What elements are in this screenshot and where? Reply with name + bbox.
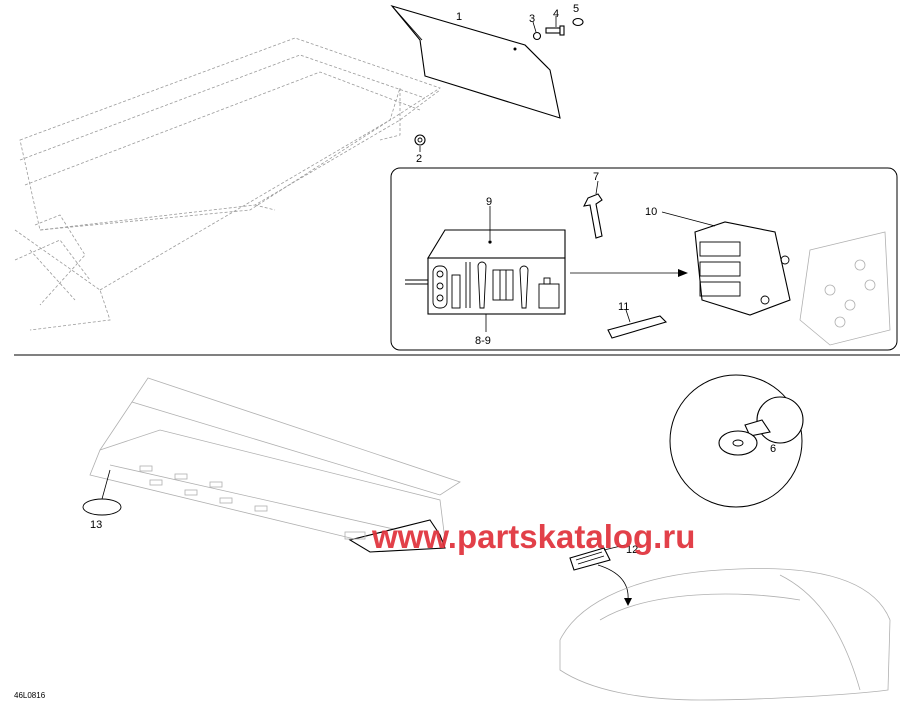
callout-11: 11 — [618, 301, 629, 313]
callout-6: 6 — [770, 443, 776, 455]
callout-3: 3 — [529, 13, 535, 25]
callout-5: 5 — [573, 3, 579, 15]
callout-7: 7 — [593, 171, 599, 183]
callout-10: 10 — [645, 206, 657, 218]
callout-8-9: 8-9 — [475, 335, 491, 347]
watermark: www.partskatalog.ru — [371, 518, 695, 555]
callout-9: 9 — [486, 196, 492, 208]
ghost-tunnel — [14, 37, 441, 331]
part-13-grommet — [82, 469, 122, 516]
callout-1: 1 — [456, 11, 462, 23]
drawing-code: 46L0816 — [14, 691, 46, 700]
callout-2: 2 — [416, 153, 422, 165]
callout-13: 13 — [90, 519, 102, 531]
part-2-nut — [414, 134, 426, 152]
part-10-holder — [661, 211, 791, 316]
part-12-decal — [569, 544, 632, 606]
callout-12: 12 — [626, 544, 638, 556]
callout-4: 4 — [553, 8, 559, 20]
ghost-hood — [559, 568, 891, 701]
part-7-wrench — [583, 180, 603, 239]
part-5-ring — [572, 17, 584, 27]
ghost-bracket — [799, 231, 891, 346]
part-9-tool-box — [405, 206, 566, 332]
part-1-mud-flap — [390, 4, 561, 119]
part-11-label — [607, 309, 668, 339]
part-6-horn — [718, 396, 804, 456]
part-4-screw — [545, 16, 565, 36]
part-3-washer — [532, 21, 542, 41]
running-board — [89, 377, 461, 553]
assembly-arrow — [570, 269, 688, 277]
